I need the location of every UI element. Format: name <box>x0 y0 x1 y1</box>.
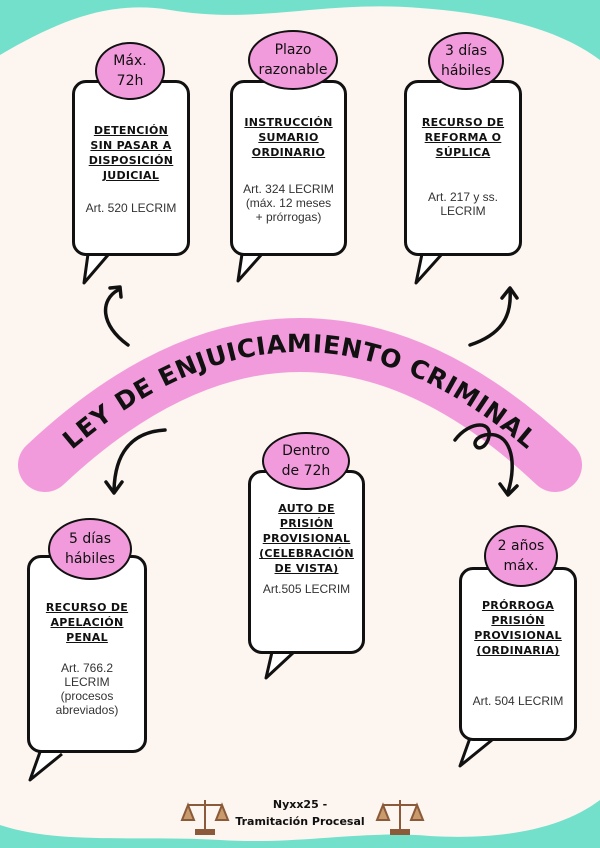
card-reference: Art. 504 LECRIM <box>472 694 564 708</box>
scales-of-justice-icon <box>375 800 425 835</box>
card-reference: Art. 324 LECRIM (máx. 12 meses + prórrog… <box>243 182 334 224</box>
arrowhead-recurso-apelacion <box>104 480 124 495</box>
arrow-to-prorroga <box>453 423 514 494</box>
card-reference: Art. 520 LECRIM <box>85 201 177 215</box>
title-banner <box>18 318 582 492</box>
card-prorroga: PRÓRROGA PRISIÓN PROVISIONAL (ORDINARIA)… <box>459 567 577 741</box>
bubble-tails <box>28 252 493 782</box>
arrowhead-prorroga <box>498 482 519 497</box>
card-title: AUTO DE PRISIÓN PROVISIONAL (CELEBRACIÓN… <box>259 502 354 575</box>
badge-prorroga: 2 años máx. <box>484 525 558 587</box>
badge-detencion: Máx. 72h <box>95 42 165 100</box>
card-detencion: DETENCIÓN SIN PASAR A DISPOSICIÓN JUDICI… <box>72 80 190 256</box>
card-reference: Art. 217 y ss. LECRIM <box>427 190 499 218</box>
card-instruccion: INSTRUCCIÓN SUMARIO ORDINARIO Art. 324 L… <box>230 80 347 256</box>
arrow-to-detencion <box>103 288 130 347</box>
card-reference: Art. 766.2 LECRIM (procesos abreviados) <box>55 661 119 717</box>
badge-auto-prision: Dentro de 72h <box>262 432 350 490</box>
footer: Nyxx25 - Tramitación Procesal <box>0 796 600 830</box>
card-title: RECURSO DE APELACIÓN PENAL <box>45 601 129 644</box>
arrowhead-recurso-reforma <box>500 286 519 300</box>
card-reference: Art.505 LECRIM <box>262 582 351 596</box>
arrow-to-recurso-apelacion <box>112 428 167 492</box>
card-auto-prision: AUTO DE PRISIÓN PROVISIONAL (CELEBRACIÓN… <box>248 470 365 654</box>
badge-instruccion: Plazo razonable <box>248 30 338 90</box>
badge-recurso-apelacion: 5 días hábiles <box>48 518 132 580</box>
card-title: DETENCIÓN SIN PASAR A DISPOSICIÓN JUDICI… <box>88 124 174 182</box>
card-title: INSTRUCCIÓN SUMARIO ORDINARIO <box>244 116 333 159</box>
badge-recurso-reforma: 3 días hábiles <box>428 32 504 90</box>
arrow-to-recurso-reforma <box>468 288 512 347</box>
scales-of-justice-icon <box>180 800 230 835</box>
footer-author: Nyxx25 - <box>272 798 328 811</box>
card-recurso-reforma: RECURSO DE REFORMA O SÚPLICA Art. 217 y … <box>404 80 522 256</box>
card-recurso-apelacion: RECURSO DE APELACIÓN PENAL Art. 766.2 LE… <box>27 555 147 753</box>
arrows <box>103 285 519 497</box>
footer-subtitle: Tramitación Procesal <box>235 815 365 828</box>
card-title: RECURSO DE REFORMA O SÚPLICA <box>421 116 505 159</box>
arrowhead-detencion <box>108 285 123 299</box>
card-title: PRÓRROGA PRISIÓN PROVISIONAL (ORDINARIA) <box>474 599 562 657</box>
